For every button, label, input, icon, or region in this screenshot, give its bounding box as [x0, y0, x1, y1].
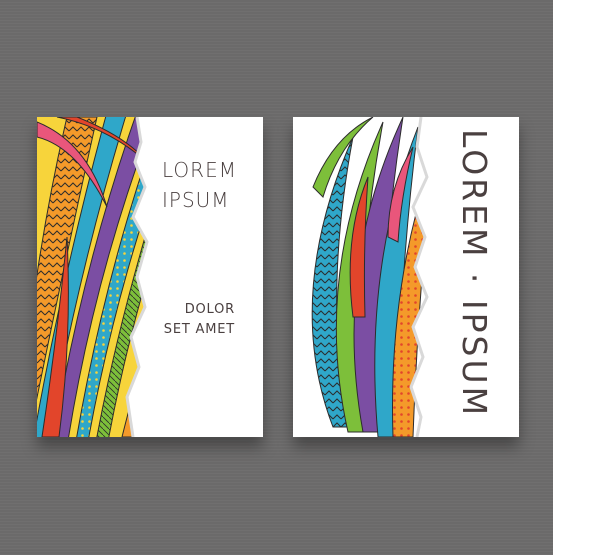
subtitle-line-2: SET AMET — [163, 322, 235, 337]
subtitle-line-1: DOLOR — [184, 302, 235, 317]
vertical-title-text: LOREM · IPSUM — [455, 129, 494, 418]
title-line-1: LOREM — [162, 158, 237, 182]
card-left: LOREM IPSUM DOLOR SET AMET — [37, 117, 263, 437]
ethnic-feather-pattern-right — [311, 117, 429, 437]
title-line-2: IPSUM — [162, 188, 230, 212]
card-left-title: LOREM IPSUM — [162, 155, 237, 215]
ethnic-feather-pattern-left — [37, 117, 149, 437]
card-left-subtitle: DOLOR SET AMET — [164, 300, 235, 340]
card-right: LOREM · IPSUM — [293, 117, 519, 437]
card-right-vertical-title: LOREM · IPSUM — [455, 129, 494, 418]
